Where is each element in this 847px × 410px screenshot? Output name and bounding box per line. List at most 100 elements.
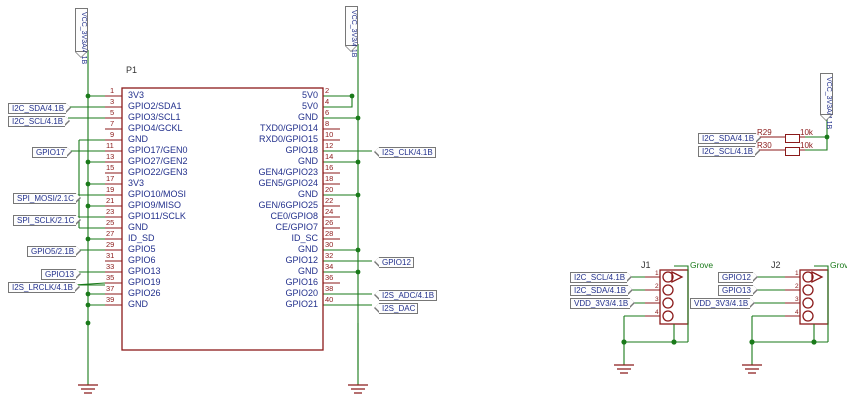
pin-number-36: 36 [325,273,334,282]
net-label-arrow-icon [76,245,81,256]
net-label-arrow-icon [374,256,379,267]
pin-name-18: GEN5/GPIO24 [258,178,318,188]
pin-name-20: GND [298,189,318,199]
pin-name-21: GPIO9/MISO [128,200,182,210]
pin-number-27: 27 [106,229,115,238]
pin-name-36: GPIO16 [285,277,318,287]
pin-name-11: GPIO17/GEN0 [128,145,188,155]
pin-number-28: 28 [325,229,334,238]
j2-pin-number-1: 1 [795,270,799,277]
pin-number-3: 3 [110,97,115,106]
net-label-arrow-icon [67,146,72,157]
power-symbol-label: VCC_3V3A/4.1B [825,77,832,130]
net-label-arrow-icon [374,289,379,300]
pin-number-18: 18 [325,174,334,183]
pin-name-4: 5V0 [301,101,318,111]
resistor-value-r30: 10k [800,141,813,150]
pin-number-34: 34 [325,262,334,271]
pin-name-33: GPIO13 [128,266,161,276]
pin-name-35: GPIO19 [128,277,161,287]
pin-number-15: 15 [106,163,115,172]
net-label-arrow-icon [374,302,379,313]
pin-number-19: 19 [106,185,115,194]
pin-number-24: 24 [325,207,334,216]
pin-number-39: 39 [106,295,115,304]
j2-pin-number-2: 2 [795,283,799,290]
pin-name-17: 3V3 [128,178,145,188]
pin-name-32: GPIO12 [285,255,318,265]
pin-number-4: 4 [325,97,330,106]
j1-pin-number-4: 4 [655,309,659,316]
pin-number-30: 30 [325,240,334,249]
pin-name-34: GND [298,266,318,276]
pin-name-24: CE0/GPIO8 [270,211,318,221]
pin-number-21: 21 [106,196,115,205]
pin-name-7: GPIO4/GCKL [128,123,183,133]
resistor-value-r29: 10k [800,128,813,137]
pin-name-28: ID_SC [291,233,318,243]
net-label[interactable]: GPIO5/2.1B [27,246,77,257]
pin-number-23: 23 [106,207,115,216]
pin-name-27: ID_SD [128,233,155,243]
pin-number-31: 31 [106,251,115,260]
pin-name-13: GPIO27/GEN2 [128,156,188,166]
pin-name-3: GPIO2/SDA1 [128,101,182,111]
net-label[interactable]: I2S_LRCLK/4.1B [8,282,75,293]
pin-name-38: GPIO20 [285,288,318,298]
net-label-arrow-icon [75,281,80,292]
pin-number-26: 26 [325,218,334,227]
j2-pin-number-3: 3 [795,296,799,303]
pin-name-8: TXD0/GPIO14 [259,123,318,133]
net-label-arrow-icon [628,284,633,295]
pin-name-1: 3V3 [128,90,145,100]
resistor-body-r29 [785,133,800,143]
net-label-arrow-icon [630,297,635,308]
pin-name-6: GND [298,112,318,122]
pin-name-25: GND [128,222,148,232]
pin-number-7: 7 [110,119,115,128]
pin-name-22: GEN/6GPIO25 [258,200,318,210]
pin-name-12: GPIO18 [285,145,318,155]
pin-number-35: 35 [106,273,115,282]
net-label[interactable]: I2C_SCL/4.1B [570,272,628,283]
net-label[interactable]: I2S_ADC/4.1B [379,290,438,301]
net-label[interactable]: VDD_3V3/4.1B [570,298,631,309]
net-label[interactable]: I2S_DAC [379,303,419,314]
pin-number-6: 6 [325,108,330,117]
pin-number-12: 12 [325,141,334,150]
pin-name-19: GPIO10/MOSI [128,189,187,199]
connector-refdes-p1: P1 [126,65,138,75]
net-label[interactable]: GPIO12 [718,272,753,283]
pin-number-25: 25 [106,218,115,227]
resistor-refdes-r29: R29 [757,128,772,137]
pin-number-1: 1 [110,86,115,95]
net-label[interactable]: GPIO12 [379,257,414,268]
pin-name-9: GND [128,134,148,144]
pin-number-5: 5 [110,108,115,117]
pin-name-26: CE/GPIO7 [275,222,318,232]
j1-pin-number-1: 1 [655,270,659,277]
net-label-arrow-icon [66,102,71,113]
net-label[interactable]: I2C_SCL/4.1B [8,116,66,127]
pin-name-29: GPIO5 [128,244,156,254]
net-label[interactable]: I2C_SDA/4.1B [570,285,629,296]
grove-label-j2: Grove [830,260,847,270]
pin-number-40: 40 [325,295,334,304]
net-label[interactable]: I2S_CLK/4.1B [379,147,436,158]
net-label[interactable]: VDD_3V3/4.1B [690,298,751,309]
net-label[interactable]: I2C_SCL/4.1B [698,146,756,157]
j1-pin-number-2: 2 [655,283,659,290]
net-label[interactable]: I2C_SDA/4.1B [698,133,757,144]
pin-number-17: 17 [106,174,115,183]
grove-label-j1: Grove [690,260,714,270]
pin-number-32: 32 [325,251,334,260]
net-label[interactable]: GPIO13 [718,285,753,296]
net-label[interactable]: GPIO17 [32,147,67,158]
net-label[interactable]: SPI_MOSI/2.1C [13,193,76,204]
power-symbol-tip-mid [345,46,357,52]
net-label[interactable]: GPIO13 [41,269,76,280]
net-label[interactable]: I2C_SDA/4.1B [8,103,67,114]
net-label[interactable]: SPI_SCLK/2.1C [13,215,77,226]
pin-name-30: GND [298,244,318,254]
